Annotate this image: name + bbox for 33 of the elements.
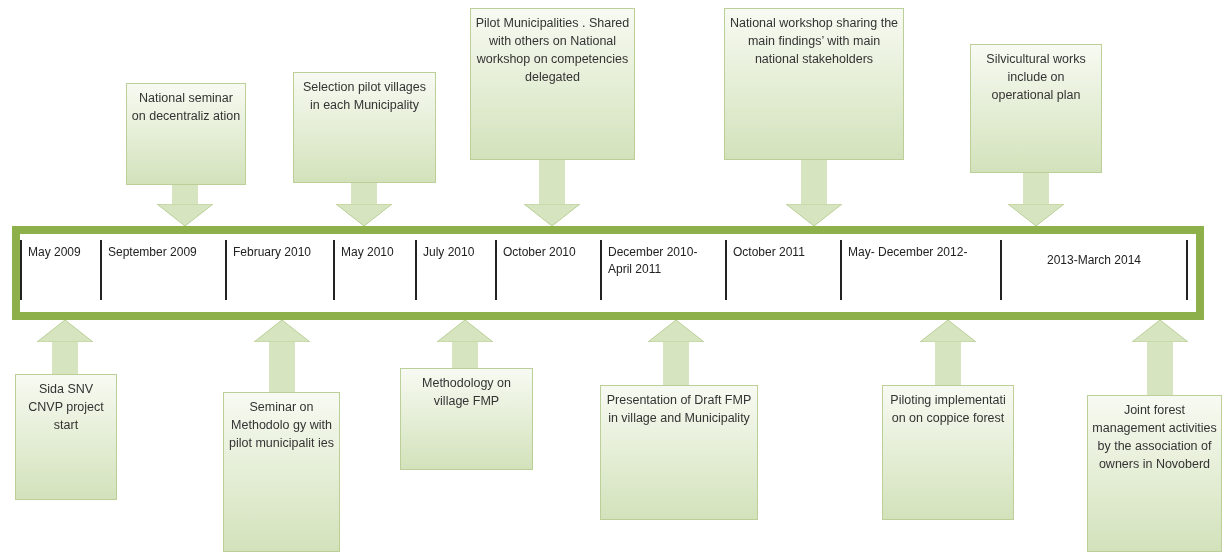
block-arrow [253, 319, 311, 392]
callout-box: Sida SNV CNVP project start [15, 374, 117, 500]
timeline-period: October 2010 [495, 240, 600, 300]
block-arrow [1131, 319, 1189, 395]
timeline-period: October 2011 [725, 240, 840, 300]
callout-box: Methodology on village FMP [400, 368, 533, 470]
callout-box: Piloting implementati on on coppice forest [882, 385, 1014, 520]
block-arrow [156, 185, 214, 227]
callout-box: Selection pilot villages in each Municipality [293, 72, 436, 183]
timeline-period: February 2010 [225, 240, 333, 300]
block-arrow [335, 183, 393, 227]
timeline-period: May 2010 [333, 240, 415, 300]
timeline-period: May- December 2012- [840, 240, 1000, 300]
block-arrow [1007, 173, 1065, 227]
block-arrow [919, 319, 977, 385]
block-arrow [647, 319, 705, 385]
timeline-period: December 2010- April 2011 [600, 240, 725, 300]
callout-box: National seminar on decentraliz ation [126, 83, 246, 185]
callout-box: Pilot Municipalities . Shared with others on National workshop on competencies delegated [470, 8, 635, 160]
block-arrow [36, 319, 94, 374]
timeline-period: September 2009 [100, 240, 225, 300]
callout-box: Silvicultural works include on operational plan [970, 44, 1102, 173]
block-arrow [785, 160, 843, 227]
block-arrow [436, 319, 494, 368]
callout-box: Joint forest management activities by the association of owners in Novoberd [1087, 395, 1222, 552]
callout-box: Presentation of Draft FMP in village and Municipality [600, 385, 758, 520]
callout-box: Seminar on Methodolo gy with pilot municipalit ies [223, 392, 340, 552]
timeline-period: May 2009 [20, 240, 100, 300]
timeline-period: July 2010 [415, 240, 495, 300]
callout-box: National workshop sharing the main findings’ with main national stakeholders [724, 8, 904, 160]
timeline-bar [12, 226, 1204, 320]
block-arrow [523, 160, 581, 227]
timeline-period: 2013-March 2014 [1000, 240, 1188, 300]
